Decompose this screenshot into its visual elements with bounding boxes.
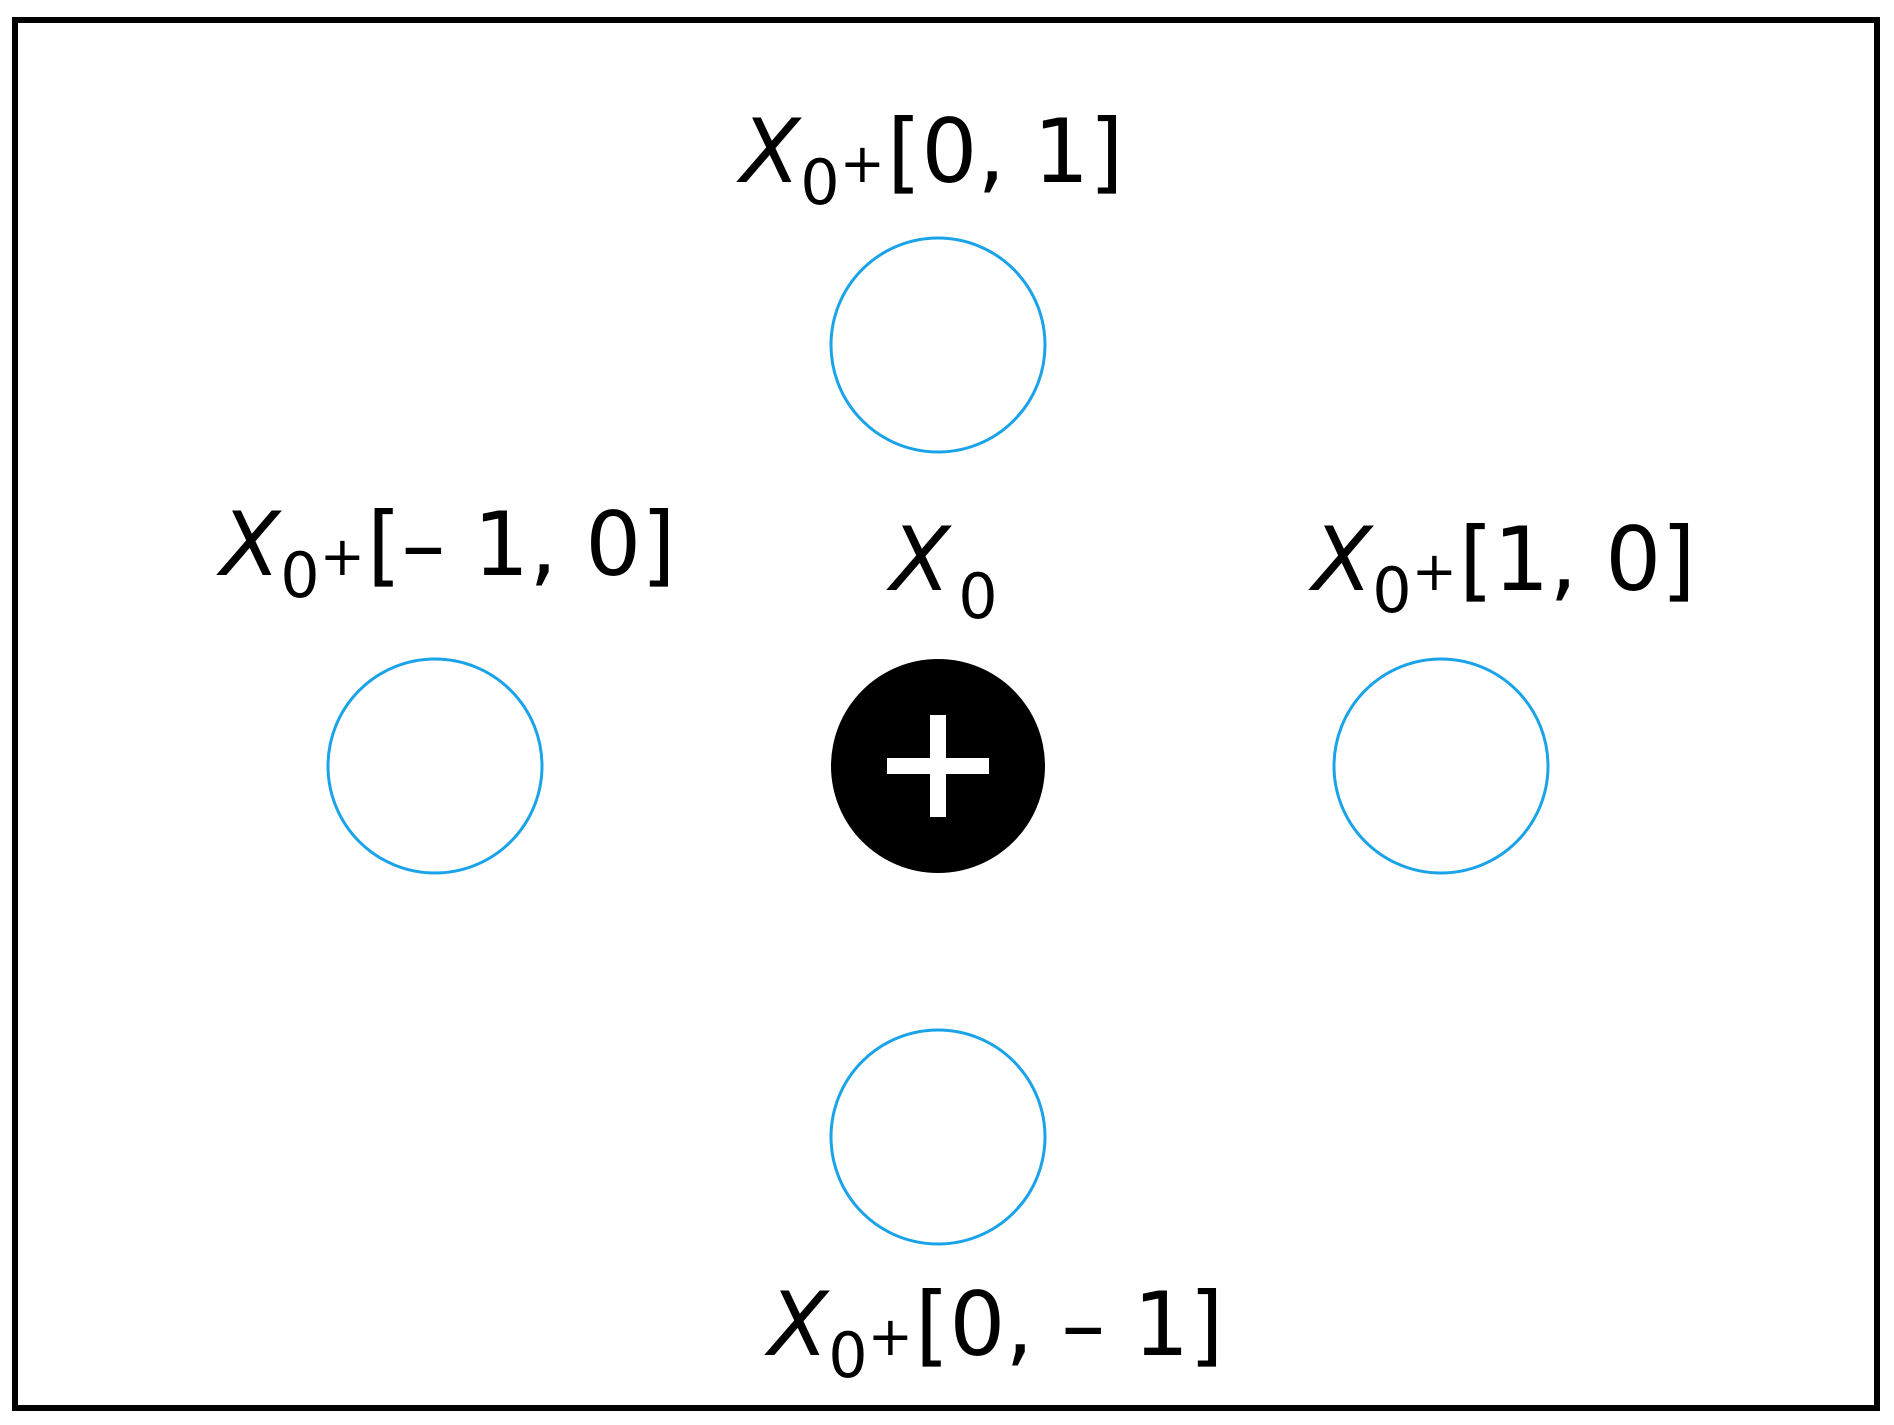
right-neighbor-label: X0+[1, 0]: [1308, 508, 1696, 627]
diagram-frame: [12, 17, 1880, 1411]
left-neighbor-label: X0+[– 1, 0]: [216, 493, 676, 612]
bottom-neighbor-node: [829, 1028, 1047, 1246]
top-neighbor-node: [829, 236, 1047, 454]
top-neighbor-label: X0+[0, 1]: [736, 100, 1124, 219]
plus-icon: [887, 715, 989, 817]
bottom-neighbor-label: X0+[0, – 1]: [764, 1273, 1224, 1392]
right-neighbor-node: [1332, 657, 1550, 875]
left-neighbor-node: [326, 657, 544, 875]
